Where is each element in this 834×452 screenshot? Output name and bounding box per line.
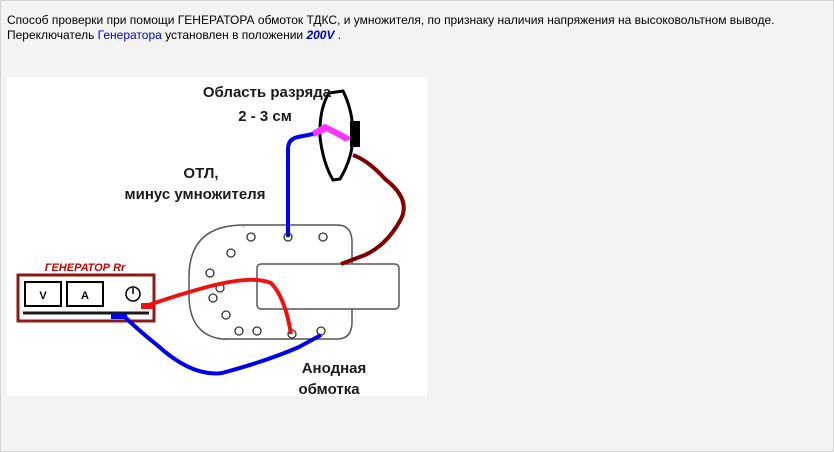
generator-title: ГЕНЕРАТОР Rr [45,262,126,274]
transformer-core [256,263,400,310]
generator-link[interactable]: Генератора [97,28,162,42]
red-wire [142,277,293,335]
description-text: Способ проверки при помощи ГЕНЕРАТОРА об… [7,13,807,43]
description-line-1: Способ проверки при помощи ГЕНЕРАТОРА об… [7,13,775,27]
ammeter [66,281,104,307]
line2-suffix: . [334,28,342,42]
transformer-pins [205,232,328,339]
wiring-diagram: Область разряда 2 - 3 см ОТЛ, минус умно… [7,77,427,396]
label-discharge-line2: 2 - 3 см [238,108,292,125]
spark-discharge [311,124,351,142]
label-anode-line2: обмотка [298,381,360,396]
voltmeter-label: V [39,290,47,302]
blue-wire-otl [286,132,314,237]
blue-wire-bottom [121,313,322,376]
label-anode-line1: Анодная [302,360,367,377]
dark-red-wire [340,153,406,266]
transformer-body [188,224,400,340]
ammeter-label: A [81,290,89,302]
red-probe [141,303,153,309]
label-otl-line1: ОТЛ, [183,165,218,182]
generator-device [16,273,156,323]
voltmeter [24,281,62,307]
label-discharge-line1: Область разряда [203,84,332,101]
label-otl-line2: минус умножителя [125,186,266,203]
line2-prefix: Переключатель [7,28,98,42]
blue-probe [111,313,127,319]
switch-value: 200V [306,28,335,42]
description-line-2: Переключатель Генератора установлен в по… [7,28,807,43]
line2-middle: установлен в положении [161,28,307,42]
